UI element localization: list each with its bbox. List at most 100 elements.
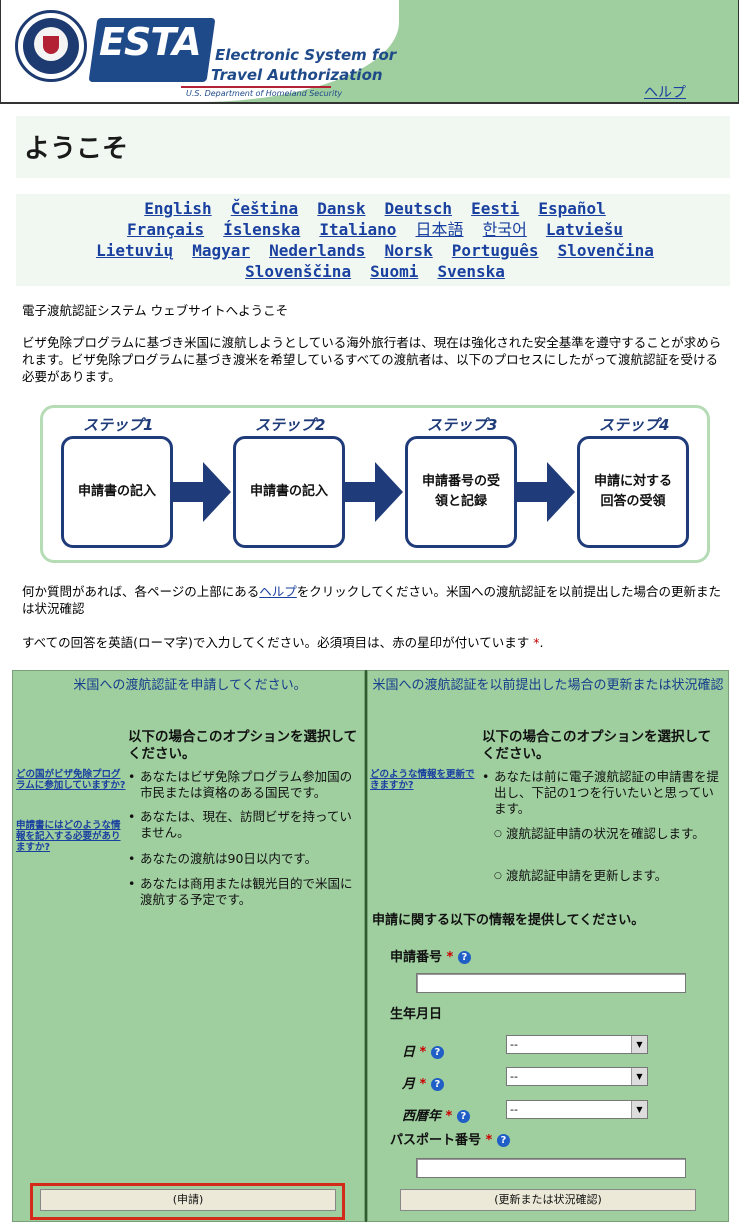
lang-link[interactable]: Magyar: [192, 241, 251, 260]
month-label: 月 * ?: [402, 1073, 444, 1092]
list-item: あなたはビザ免除プログラム参加国の市民または資格のある国民です。: [128, 769, 362, 801]
lang-link[interactable]: Italiano: [319, 220, 397, 239]
lang-link[interactable]: English: [144, 199, 212, 218]
year-select-value: --: [510, 1103, 518, 1116]
day-select[interactable]: -- ▼: [506, 1035, 648, 1054]
question-text: 何か質問があれば、各ページの上部にあるヘルプをクリックしてください。米国への渡航…: [22, 583, 732, 617]
panel-divider: [365, 670, 367, 1222]
help-icon[interactable]: ?: [496, 1134, 510, 1147]
logo-line1: Electronic System for: [215, 46, 397, 64]
month-select[interactable]: -- ▼: [506, 1067, 648, 1086]
page-title: ようこそ: [24, 134, 129, 164]
required-star: *: [446, 950, 454, 965]
header-banner: ESTA Electronic System for Travel Author…: [0, 0, 739, 104]
update-title: 米国への渡航認証を以前提出した場合の更新または状況確認: [372, 678, 724, 693]
year-label-text: 西暦年: [402, 1109, 442, 1124]
highlight-box: [30, 1183, 345, 1220]
language-list: English Čeština Dansk Deutsch Eesti Espa…: [40, 198, 710, 282]
required-star: *: [419, 1077, 427, 1092]
required-note-end: .: [539, 635, 544, 650]
logo-line2: Travel Authorization: [211, 66, 383, 84]
help-icon[interactable]: ?: [430, 1046, 444, 1059]
required-star: *: [533, 635, 540, 650]
lang-link[interactable]: Latviešu: [545, 220, 623, 239]
year-label: 西暦年 * ?: [402, 1105, 470, 1124]
lang-link[interactable]: Norsk: [384, 241, 433, 260]
lang-link[interactable]: Lietuvių: [96, 241, 174, 260]
logo-underline: [181, 86, 331, 88]
birth-label: 生年月日: [390, 1007, 443, 1022]
intro-line1: 電子渡航認証システム ウェブサイトへようこそ: [22, 303, 289, 318]
list-item: あなたは商用または観光目的で米国に渡航する予定です。: [128, 876, 362, 908]
help-icon[interactable]: ?: [456, 1110, 470, 1123]
day-select-value: --: [510, 1038, 518, 1051]
list-item: あなたの渡航は90日以内です。: [128, 851, 362, 867]
app-number-label-text: 申請番号: [390, 950, 443, 965]
lang-link[interactable]: Español: [538, 199, 606, 218]
list-item: あなたは前に電子渡航認証の申請書を提出し、下記の1つを行いたいと思っています。: [482, 769, 720, 817]
help-icon[interactable]: ?: [457, 951, 471, 964]
apply-subtitle: 以下の場合このオプションを選択してください。: [128, 729, 358, 762]
help-icon[interactable]: ?: [430, 1078, 444, 1091]
lang-link[interactable]: Deutsch: [384, 199, 452, 218]
required-note-text: すべての回答を英語(ローマ字)で入力してください。必須項目は、赤の星印が付いてい…: [22, 635, 530, 650]
question-pre: 何か質問があれば、各ページの上部にある: [22, 584, 260, 599]
required-note: すべての回答を英語(ローマ字)で入力してください。必須項目は、赤の星印が付いてい…: [22, 632, 543, 651]
required-star: *: [485, 1133, 493, 1148]
step-label: ステップ2: [255, 416, 326, 434]
help-link[interactable]: ヘルプ: [644, 85, 686, 101]
chevron-down-icon: ▼: [631, 1101, 647, 1118]
step-box: 申請番号の受領と記録: [405, 436, 517, 548]
step-label: ステップ4: [599, 416, 670, 434]
lang-link[interactable]: Dansk: [317, 199, 366, 218]
apply-button[interactable]: (申請): [40, 1189, 336, 1211]
step-label: ステップ1: [83, 416, 154, 434]
chevron-down-icon: ▼: [631, 1036, 647, 1053]
form-heading: 申請に関する以下の情報を提供してください。: [372, 913, 645, 928]
app-number-input[interactable]: [416, 973, 686, 993]
lang-link[interactable]: Čeština: [230, 199, 299, 218]
chevron-down-icon: ▼: [631, 1068, 647, 1085]
required-star: *: [419, 1045, 427, 1060]
lang-link[interactable]: 日本語: [415, 220, 464, 239]
step-box: 申請書の記入: [233, 436, 345, 548]
logo-dept: U.S. Department of Homeland Security: [186, 89, 343, 98]
year-select[interactable]: -- ▼: [506, 1100, 648, 1119]
lang-link[interactable]: Slovenčina: [557, 241, 654, 260]
month-select-value: --: [510, 1070, 518, 1083]
app-number-label: 申請番号 * ?: [390, 946, 471, 965]
lang-link[interactable]: Français: [127, 220, 205, 239]
app-info-link[interactable]: 申請書にはどのような情報を記入する必要がありますか?: [16, 820, 121, 853]
required-star: *: [445, 1109, 453, 1124]
update-info-link[interactable]: どのような情報を更新できますか?: [370, 769, 475, 791]
passport-input[interactable]: [416, 1158, 686, 1178]
lang-link[interactable]: Eesti: [471, 199, 520, 218]
list-item: あなたは、現在、訪問ビザを持っていません。: [128, 809, 362, 841]
day-label: 日 * ?: [402, 1041, 444, 1060]
lang-link[interactable]: Português: [451, 241, 539, 260]
list-item: 渡航認証申請の状況を確認します。: [494, 826, 712, 842]
lang-link[interactable]: Íslenska: [223, 220, 301, 239]
step-box: 申請に対する回答の受領: [577, 436, 689, 548]
update-subtitle: 以下の場合このオプションを選択してください。: [482, 729, 712, 762]
question-post: をクリックしてください。米国への渡航認証を以前提出した場合の更新または状況確認: [22, 584, 722, 616]
step-label: ステップ3: [427, 416, 498, 434]
arrow-right-icon: [343, 462, 403, 522]
lang-link[interactable]: 한국어: [482, 220, 527, 239]
vwp-countries-link[interactable]: どの国がビザ免除プログラムに参加していますか?: [16, 769, 126, 791]
apply-panel: 米国への渡航認証を申請してください。 以下の場合このオプションを選択してください…: [12, 670, 365, 1222]
arrow-right-icon: [515, 462, 575, 522]
intro-paragraph: ビザ免除プログラムに基づき米国に渡航しようとしている海外旅行者は、現在は強化され…: [22, 335, 722, 384]
lang-link[interactable]: Slovenščina: [245, 262, 352, 281]
update-status-button[interactable]: (更新または状況確認): [400, 1189, 696, 1211]
help-inline-link[interactable]: ヘルプ: [259, 584, 297, 599]
welcome-band: [16, 116, 730, 178]
lang-link[interactable]: Nederlands: [269, 241, 366, 260]
list-item: 渡航認証申請を更新します。: [494, 868, 712, 884]
lang-link[interactable]: Suomi: [370, 262, 419, 281]
steps-diagram: ステップ1 申請書の記入 ステップ2 申請書の記入 ステップ3 申請番号の受領と…: [40, 405, 710, 563]
lang-link[interactable]: Svenska: [437, 262, 505, 281]
step-box: 申請書の記入: [61, 436, 173, 548]
month-label-text: 月: [402, 1077, 416, 1092]
apply-title: 米国への渡航認証を申請してください。: [73, 678, 307, 693]
